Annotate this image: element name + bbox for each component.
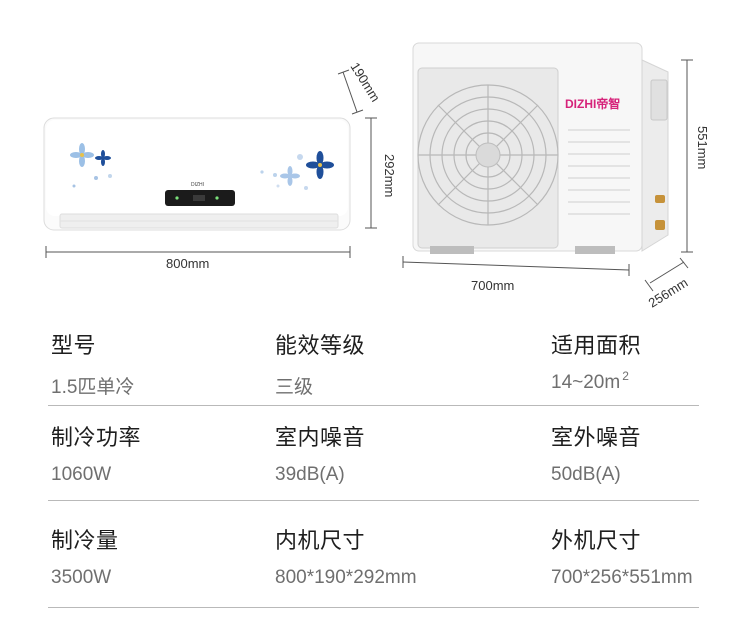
spec-label: 内机尺寸 [275, 529, 366, 554]
spec-value: 3500W [51, 567, 112, 588]
spec-row-2: 制冷功率 1060W 室内噪音 39dB(A) 室外噪音 50dB(A) [0, 410, 750, 507]
spec-label: 室内噪音 [275, 426, 366, 451]
indoor-depth-dimension [337, 69, 364, 115]
indoor-height-dimension [365, 117, 377, 229]
indoor-width-label: 800mm [166, 256, 209, 271]
row-divider [48, 405, 699, 406]
indoor-width-dimension [45, 246, 351, 258]
flower-decoration-left [70, 143, 112, 188]
spec-value: 三级 [275, 377, 314, 398]
spec-cooling-capacity: 制冷量 3500W [51, 523, 119, 589]
spec-label: 外机尺寸 [551, 529, 642, 554]
side-vents [568, 129, 630, 215]
indoor-depth-label: 190mm [347, 60, 383, 105]
spec-value: 800*190*292mm [275, 567, 417, 588]
spec-value: 700*256*551mm [551, 567, 693, 588]
spec-indoor-size: 内机尺寸 800*190*292mm [275, 523, 417, 589]
valve-upper [655, 195, 665, 203]
spec-outdoor-noise: 室外噪音 50dB(A) [551, 420, 641, 486]
product-drawing: DIZHI帝智 DIZHI 800mm 292mm 190mm 700mm 55… [43, 42, 710, 311]
outdoor-unit: DIZHI帝智 [412, 42, 669, 254]
indoor-unit [43, 117, 351, 231]
spec-value-superscript: 2 [622, 369, 629, 383]
outdoor-height-dimension [681, 59, 693, 253]
spec-value-text: 14~20m [551, 372, 621, 393]
outdoor-brand-logo: DIZHI帝智 [565, 96, 620, 111]
row-divider [48, 607, 699, 608]
row-divider [48, 500, 699, 501]
spec-label: 能效等级 [275, 334, 366, 359]
outdoor-width-label: 700mm [471, 278, 514, 293]
product-illustration: DIZHI帝智 DIZHI 800mm 292mm 190mm 700mm 55… [0, 0, 750, 311]
spec-label: 型号 [51, 334, 97, 359]
valve-lower [655, 220, 665, 230]
spec-value: 50dB(A) [551, 464, 621, 485]
spec-outdoor-size: 外机尺寸 700*256*551mm [551, 523, 693, 589]
outdoor-height-label: 551mm [695, 126, 710, 169]
spec-label: 室外噪音 [551, 426, 642, 451]
spec-value: 39dB(A) [275, 464, 345, 485]
spec-value: 1.5匹单冷 [51, 377, 135, 398]
spec-label: 制冷功率 [51, 426, 142, 451]
spec-label: 适用面积 [551, 334, 642, 359]
outdoor-depth-dimension [644, 257, 689, 292]
outdoor-depth-label: 256mm [646, 275, 691, 310]
spec-model: 型号 1.5匹单冷 [51, 328, 134, 399]
spec-cooling-power: 制冷功率 1060W [51, 420, 141, 486]
spec-value: 1060W [51, 464, 112, 485]
indoor-height-label: 292mm [382, 154, 397, 197]
indoor-brand-logo: DIZHI [191, 182, 204, 188]
outdoor-width-dimension [402, 256, 630, 276]
spec-energy-grade: 能效等级 三级 [275, 328, 365, 399]
spec-label: 制冷量 [51, 529, 119, 554]
flower-decoration-right [260, 151, 334, 190]
spec-indoor-noise: 室内噪音 39dB(A) [275, 420, 365, 486]
spec-row-3: 制冷量 3500W 内机尺寸 800*190*292mm 外机尺寸 700*25… [0, 513, 750, 610]
